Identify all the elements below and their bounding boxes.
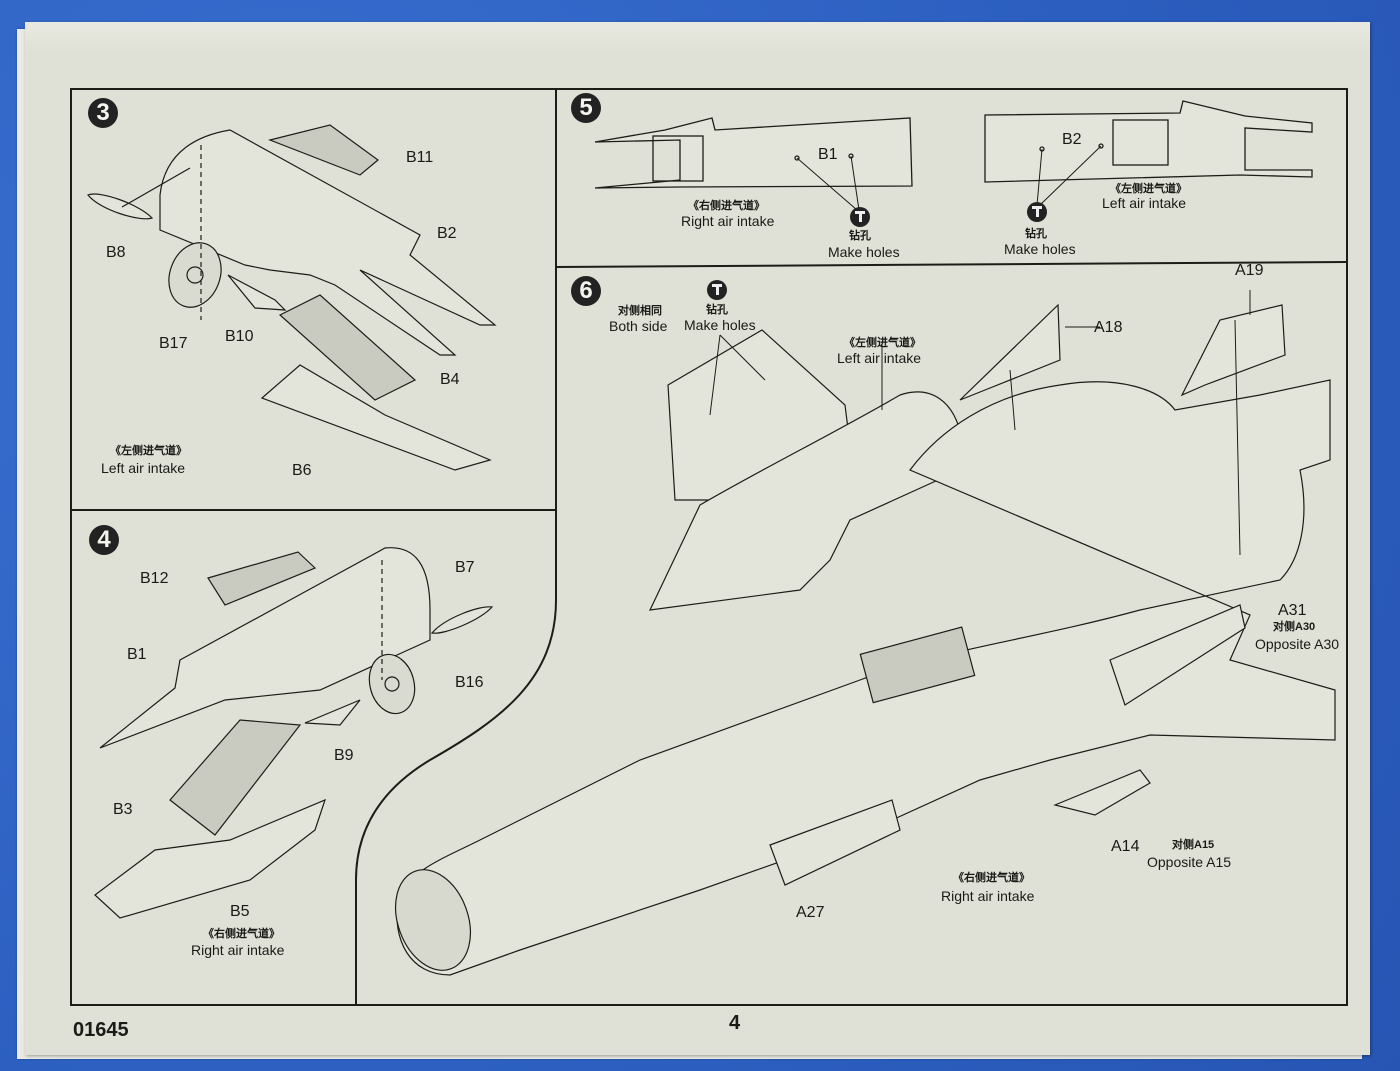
part-label-b1-step5: B1 <box>818 146 838 163</box>
step5-right-caption-cn: 《右侧进气道》 <box>688 200 765 212</box>
step6-fuselage <box>396 379 1336 976</box>
step3-intake-body <box>159 129 497 356</box>
step5-left-caption-en: Left air intake <box>1102 195 1187 211</box>
step6-right-intake-en: Right air intake <box>941 888 1035 904</box>
step6-right-intake-cn: 《右侧进气道》 <box>953 872 1030 884</box>
step4-part-b5 <box>94 798 326 919</box>
step5-part-b2 <box>984 100 1313 183</box>
step3-caption-cn: 《左侧进气道》 <box>110 445 187 457</box>
step4-part-b12 <box>207 551 317 606</box>
step6-drill-cn: 钻孔 <box>706 304 728 316</box>
step6-drill-en: Make holes <box>684 317 756 333</box>
step6-nose-intake <box>395 869 471 971</box>
step6-part-a27 <box>769 799 901 886</box>
part-label-a18: A18 <box>1094 319 1123 336</box>
part-label-b1: B1 <box>127 646 147 663</box>
step4-part-b9 <box>304 699 361 726</box>
step6-a31-opposite-cn: 对侧A30 <box>1273 621 1316 633</box>
step5-part-b1 <box>594 117 913 189</box>
part-label-b9: B9 <box>334 747 354 764</box>
part-label-a31: A31 <box>1278 602 1307 619</box>
part-label-a14: A14 <box>1111 838 1140 855</box>
step3-part-b17 <box>168 242 222 308</box>
step3-part-b4 <box>278 294 417 401</box>
step4-drawing <box>94 547 494 919</box>
step6-a31-opposite-en: Opposite A30 <box>1255 636 1340 652</box>
page-number: 4 <box>729 1012 741 1034</box>
divider-step4-step6-curve <box>355 510 557 1004</box>
part-label-b2-step5: B2 <box>1062 131 1082 148</box>
part-label-b6: B6 <box>292 462 312 479</box>
part-label-b4: B4 <box>440 371 460 388</box>
step4-part-b16 <box>368 653 416 715</box>
step3-part-b10 <box>227 274 287 311</box>
step4-part-b7 <box>430 606 494 634</box>
step3-part-b11 <box>268 124 379 176</box>
step6-part-a19 <box>1180 304 1286 397</box>
part-label-b17: B17 <box>159 335 188 352</box>
drill-bit-icon <box>707 280 727 300</box>
step4-part-b3 <box>169 719 302 836</box>
step3-part-b8 <box>87 193 154 220</box>
step6-both-side-cn: 对侧相同 <box>618 305 662 317</box>
part-label-a27: A27 <box>796 904 825 921</box>
step5-drawing <box>594 100 1313 211</box>
step-3-marker: 3 <box>88 98 118 128</box>
step6-left-intake-cn: 《左侧进气道》 <box>844 337 921 349</box>
page-frame <box>70 88 1348 1006</box>
part-label-b16: B16 <box>455 674 484 691</box>
step6-part-a31 <box>1109 604 1246 706</box>
step4-intake-body <box>99 547 431 749</box>
product-code: 01645 <box>73 1019 129 1041</box>
step3-drawing <box>87 124 497 471</box>
step4-caption-cn: 《右侧进气道》 <box>203 928 280 940</box>
step-5-marker: 5 <box>571 93 601 123</box>
step5-left-caption-cn: 《左侧进气道》 <box>1110 183 1187 195</box>
part-label-b8: B8 <box>106 244 126 261</box>
part-label-b5: B5 <box>230 903 250 920</box>
step6-a14-opposite-cn: 对侧A15 <box>1172 839 1215 851</box>
part-label-b12: B12 <box>140 570 169 587</box>
step5-left-drill-cn: 钻孔 <box>1025 228 1047 240</box>
part-label-b2: B2 <box>437 225 457 242</box>
step6-a14-opposite-en: Opposite A15 <box>1147 854 1232 870</box>
step4-caption-en: Right air intake <box>191 942 285 958</box>
drill-bit-icon <box>850 207 870 227</box>
part-label-b11: B11 <box>406 149 434 166</box>
drill-bit-icon <box>1027 202 1047 222</box>
step6-part-a14 <box>1053 769 1151 816</box>
step6-left-intake-en: Left air intake <box>837 350 922 366</box>
step6-both-side-en: Both side <box>609 318 668 334</box>
step3-part-b6 <box>260 364 492 471</box>
part-label-b3: B3 <box>113 801 133 818</box>
step3-caption-en: Left air intake <box>101 460 186 476</box>
step5-left-drill-en: Make holes <box>1004 241 1076 257</box>
step6-drawing <box>395 290 1336 976</box>
panel-dividers <box>71 90 1347 1004</box>
part-label-a19: A19 <box>1235 262 1264 279</box>
part-label-b7: B7 <box>455 559 475 576</box>
step-6-marker: 6 <box>571 276 601 306</box>
part-label-b10: B10 <box>225 328 254 345</box>
step6-part-a18 <box>959 303 1061 401</box>
step-4-marker: 4 <box>89 525 119 555</box>
divider-step5-step6 <box>555 261 1347 268</box>
step5-right-caption-en: Right air intake <box>681 213 775 229</box>
step5-right-drill-cn: 钻孔 <box>849 230 871 242</box>
step5-right-drill-en: Make holes <box>828 244 900 260</box>
